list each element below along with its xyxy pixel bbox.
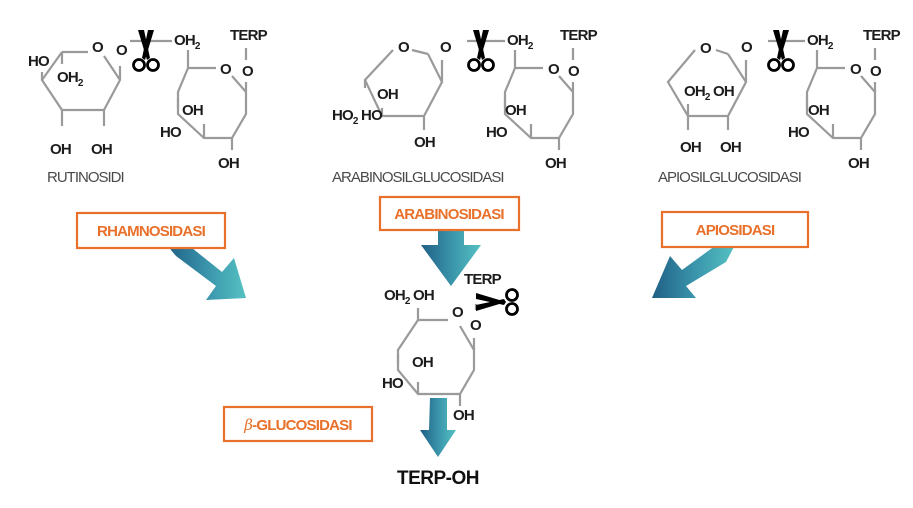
label-oh2: OH2 (507, 32, 534, 52)
label-oh: OH (720, 139, 741, 156)
label-oh: OH (182, 102, 203, 119)
label-oh2-oh: OH2 OH (384, 287, 434, 307)
enzyme-rhamnosidasi: RHAMNOSIDASI (97, 223, 206, 240)
label-link-o: O (242, 63, 254, 80)
substrate-rutinosidi: HO OH2 O O OH OH OH2 TERP O O OH HO OH R… (28, 27, 268, 186)
label-oh2-oh: OH2 OH (684, 83, 734, 103)
label-link-o: O (870, 63, 882, 80)
substrate-name: RUTINOSIDI (47, 169, 124, 186)
intermediate-glucoside: OH2 OH TERP O O OH HO OH (382, 271, 519, 424)
enzyme-box-rhamnosidasi (75, 211, 227, 250)
arrow-icon (421, 230, 481, 286)
label-oh: OH (505, 102, 526, 119)
label-terp: TERP (230, 27, 268, 44)
label-oh: OH (414, 134, 435, 151)
scissors-icon (467, 28, 495, 72)
label-ho: HO (28, 53, 50, 70)
enzyme-beta-glucosidasi: β-GLUCOSIDASI (243, 416, 352, 434)
scissors-icon (474, 288, 519, 316)
label-ho: HO (788, 124, 810, 141)
product-terp-oh: TERP-OH (397, 468, 479, 489)
label-ring-o: O (398, 39, 410, 56)
label-ho: HO (382, 375, 404, 392)
label-oh: OH (218, 155, 239, 172)
label-link-o: O (741, 39, 753, 56)
label-oh: OH (377, 86, 398, 103)
label-link-o: O (440, 39, 452, 56)
label-terp: TERP (560, 27, 598, 44)
label-terp: TERP (464, 271, 502, 288)
label-oh: OH (848, 155, 869, 172)
label-ring-o: O (548, 61, 560, 78)
label-oh: OH (680, 139, 701, 156)
substrate-name: ARABINOSILGLUCOSIDASI (332, 169, 504, 186)
label-oh: OH (545, 155, 566, 172)
label-link-o: O (568, 63, 580, 80)
label-oh: OH (50, 141, 71, 158)
substrate-arabinosilglucosidasi: O O OH HO2 HO OH OH2 TERP O O OH HO OH A… (332, 27, 598, 186)
label-terp: TERP (863, 27, 901, 44)
enzyme-apiosidasi: APIOSIDASI (696, 222, 775, 239)
label-link-o: O (116, 42, 128, 59)
label-oh: OH (91, 141, 112, 158)
label-ring-o: O (452, 304, 464, 321)
label-oh: OH (808, 102, 829, 119)
label-ho: HO (486, 124, 508, 141)
label-oh2: OH2 (807, 32, 834, 52)
label-oh: OH (412, 354, 433, 371)
label-ho2: HO2 HO (332, 107, 383, 127)
label-link-o: O (470, 317, 482, 334)
label-ho: HO (160, 124, 182, 141)
arrow-icon (166, 240, 246, 300)
label-ring-o: O (92, 39, 104, 56)
enzyme-box-apiosidasi (660, 210, 810, 249)
label-ring-o: O (700, 40, 712, 57)
label-oh2: OH2 (174, 32, 201, 52)
enzyme-box-arabinosidasi (378, 195, 521, 232)
label-oh2: OH2 (57, 69, 84, 89)
enzyme-box-beta-glucosidasi (222, 405, 374, 443)
enzyme-arabinosidasi: ARABINOSIDASI (394, 206, 504, 223)
scissors-icon (132, 28, 160, 72)
arrow-icon (652, 243, 735, 298)
substrate-name: APIOSILGLUCOSIDASI (658, 169, 801, 186)
scissors-icon (767, 28, 795, 72)
label-ring-o: O (220, 61, 232, 78)
label-ring-o: O (850, 61, 862, 78)
label-oh: OH (453, 407, 474, 424)
substrate-apiosilglucosidasi: O O OH2 OH OH OH OH2 TERP O O OH HO OH A… (658, 27, 901, 186)
arrow-icon (420, 398, 456, 457)
